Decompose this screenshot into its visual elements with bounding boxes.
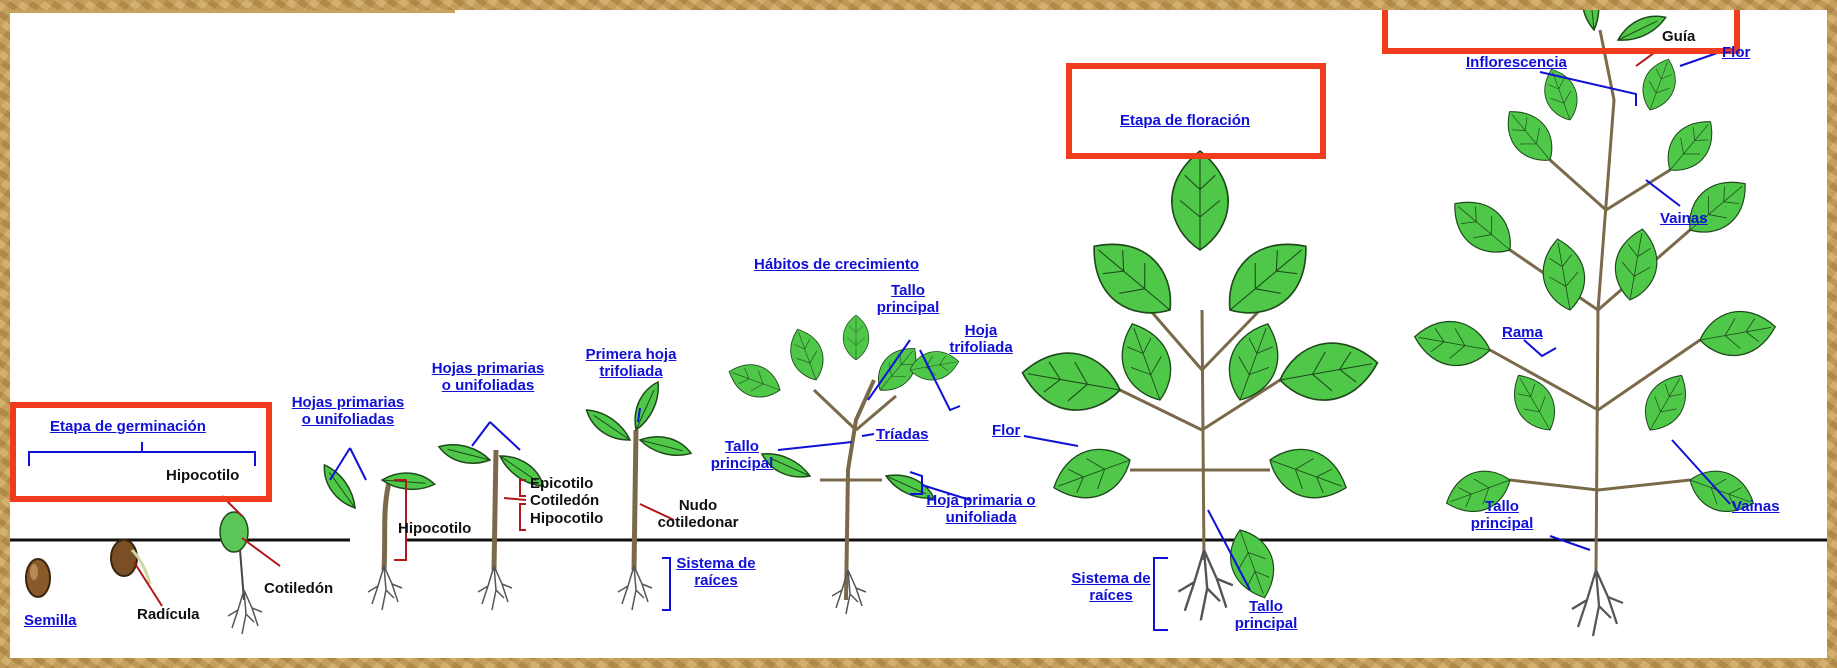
cotiledon-seed-label: Cotiledón <box>264 580 333 597</box>
tallo-principal-top-label[interactable]: Tallo principal <box>872 282 944 316</box>
semilla-label[interactable]: Semilla <box>24 612 77 629</box>
hoja-trifoliada-label[interactable]: Hoja trifoliada <box>946 322 1016 356</box>
germination-stage-label[interactable]: Etapa de germinación <box>50 418 206 435</box>
sistema-raices-label-2[interactable]: Sistema de raíces <box>1070 570 1152 604</box>
flowering-stage-label[interactable]: Etapa de floración <box>1120 112 1250 129</box>
hipocotilo-seed-label: Hipocotilo <box>166 467 239 484</box>
epicotilo-label: Epicotilo <box>530 475 593 492</box>
vainas-label-1[interactable]: Vainas <box>1660 210 1708 227</box>
hojas-primarias-label-2[interactable]: Hojas primarias o unifoliadas <box>426 360 550 394</box>
germination-highlight-box <box>10 402 272 502</box>
hipocotilo-label-2: Hipocotilo <box>398 520 471 537</box>
triadas-label[interactable]: Tríadas <box>876 426 929 443</box>
mature-plant <box>1411 10 1779 636</box>
flowering-highlight-box <box>1066 63 1326 159</box>
plant-stages-illustration <box>10 10 1827 658</box>
hoja-primaria-unifoliada-label[interactable]: Hoja primaria o unifoliada <box>924 492 1038 526</box>
tallo-principal-label-3[interactable]: Tallo principal <box>1466 498 1538 532</box>
nudo-cotiledonar-label: Nudo cotiledonar <box>650 497 746 531</box>
hojas-primarias-label-1[interactable]: Hojas primarias o unifoliadas <box>288 394 408 428</box>
hypocotyl-seedling <box>220 496 280 634</box>
diagram-panel: Etapa de germinación Hipocotilo Semilla … <box>10 10 1827 658</box>
guia-label: Guía <box>1662 28 1695 45</box>
flor-label-2[interactable]: Flor <box>1722 44 1750 61</box>
tallo-principal-left-label[interactable]: Tallo principal <box>706 438 778 472</box>
vainas-label-2[interactable]: Vainas <box>1732 498 1780 515</box>
radicle-illustration <box>111 540 162 606</box>
hipocotilo-label-3: Hipocotilo <box>530 510 603 527</box>
flowering-plant <box>1018 151 1383 630</box>
sistema-raices-label-1[interactable]: Sistema de raíces <box>676 555 756 589</box>
growth-habits-label[interactable]: Hábitos de crecimiento <box>754 256 919 273</box>
inflorescencia-label[interactable]: Inflorescencia <box>1466 54 1567 71</box>
radicula-label: Radícula <box>137 606 200 623</box>
seed-illustration <box>26 559 50 597</box>
flor-label-1[interactable]: Flor <box>992 422 1020 439</box>
cotiledon-label-3: Cotiledón <box>530 492 599 509</box>
tallo-principal-label-2[interactable]: Tallo principal <box>1230 598 1302 632</box>
primera-hoja-label[interactable]: Primera hoja trifoliada <box>576 346 686 380</box>
rama-label[interactable]: Rama <box>1502 324 1543 341</box>
